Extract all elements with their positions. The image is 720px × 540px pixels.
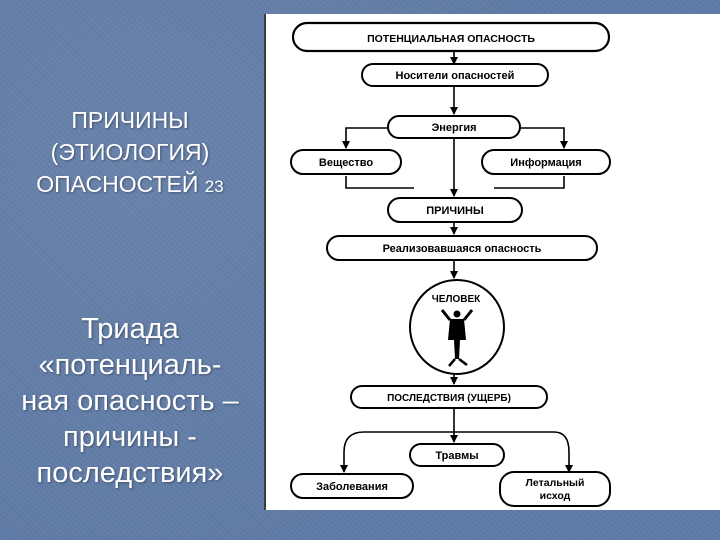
node-potential-danger: ПОТЕНЦИАЛЬНАЯ ОПАСНОСТЬ <box>291 21 611 53</box>
node-realized-danger: Реализовавшаяся опасность <box>326 235 598 261</box>
connector-energy-substance <box>342 127 388 149</box>
subtitle-line-4: причины - <box>63 421 197 453</box>
node-injuries: Травмы <box>409 443 505 467</box>
node-causes-label: ПРИЧИНЫ <box>426 205 484 217</box>
slide-subtitle: Триада «потенциаль- ная опасность – прич… <box>4 311 256 491</box>
title-line-3-text: ОПАСНОСТЕЙ <box>36 171 199 197</box>
subtitle-line-1: Триада <box>81 313 179 345</box>
node-carriers: Носители опасностей <box>361 63 549 87</box>
title-reference-number: 23 <box>204 177 224 196</box>
node-realized-danger-label: Реализовавшаяся опасность <box>383 243 542 255</box>
node-energy: Энергия <box>387 115 521 139</box>
node-substance: Вещество <box>290 149 402 175</box>
title-line-1: ПРИЧИНЫ <box>71 107 189 133</box>
connector-substance-causes <box>345 176 414 189</box>
subtitle-line-5: последствия» <box>36 457 224 489</box>
node-lethal-outcome: Летальный исход <box>499 471 611 507</box>
slide-title: ПРИЧИНЫ (ЭТИОЛОГИЯ) ОПАСНОСТЕЙ 23 <box>10 104 250 203</box>
connector-energy-information <box>520 127 568 149</box>
node-energy-label: Энергия <box>431 122 476 134</box>
title-line-2: (ЭТИОЛОГИЯ) <box>50 139 210 165</box>
node-human: ЧЕЛОВЕК <box>409 279 505 375</box>
node-causes: ПРИЧИНЫ <box>387 197 523 223</box>
diagram-panel: ПОТЕНЦИАЛЬНАЯ ОПАСНОСТЬ Носители опаснос… <box>264 14 720 510</box>
connectors <box>340 51 573 473</box>
connector-consequences-diseases <box>340 431 454 473</box>
connector-consequences-lethal <box>454 431 573 473</box>
subtitle-line-3: ная опасность – <box>21 385 239 417</box>
node-human-label: ЧЕЛОВЕК <box>432 294 481 305</box>
danger-flow-diagram: ПОТЕНЦИАЛЬНАЯ ОПАСНОСТЬ Носители опаснос… <box>290 21 611 507</box>
node-lethal-line-2: исход <box>540 490 571 502</box>
node-consequences: ПОСЛЕДСТВИЯ (УЩЕРБ) <box>350 385 548 409</box>
node-lethal-line-1: Летальный <box>526 477 585 489</box>
node-injuries-label: Травмы <box>435 450 478 462</box>
human-figure-icon <box>440 309 474 367</box>
node-information-label: Информация <box>510 157 581 169</box>
node-potential-danger-label: ПОТЕНЦИАЛЬНАЯ ОПАСНОСТЬ <box>367 33 535 45</box>
node-diseases: Заболевания <box>290 473 414 499</box>
title-line-3: ОПАСНОСТЕЙ 23 <box>10 168 250 203</box>
node-information: Информация <box>481 149 611 175</box>
node-carriers-label: Носители опасностей <box>396 70 515 82</box>
subtitle-line-2: «потенциаль- <box>38 349 222 381</box>
connector-information-causes <box>494 176 565 189</box>
node-substance-label: Вещество <box>319 157 373 169</box>
panel-left-border <box>264 14 266 510</box>
node-diseases-label: Заболевания <box>316 481 388 493</box>
node-consequences-label: ПОСЛЕДСТВИЯ (УЩЕРБ) <box>387 393 511 404</box>
